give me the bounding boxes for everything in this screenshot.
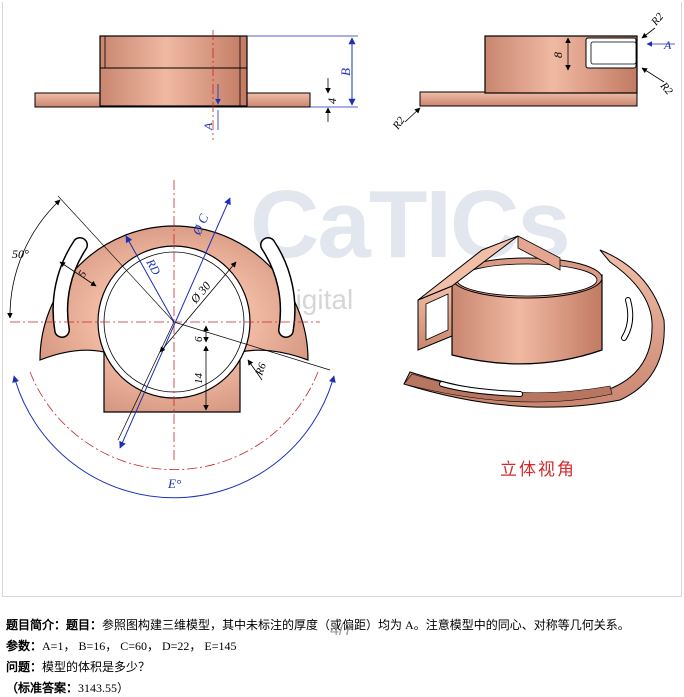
isometric-view	[403, 235, 665, 408]
dim-a-side: A	[663, 38, 672, 52]
intro-title-label: 题目：	[66, 618, 103, 632]
question-line: 问题：模型的体积是多少？	[6, 659, 150, 675]
drawing-frame	[2, 2, 682, 597]
answer-end: ）	[117, 681, 130, 695]
params-text: A=1， B=16， C=60， D=22， E=145	[42, 639, 237, 653]
dim-e: E°	[167, 476, 181, 491]
page-number: 4/7	[330, 622, 353, 639]
top-view	[7, 180, 336, 499]
intro-label: 题目简介：	[6, 618, 67, 632]
dim-14: 14	[193, 373, 205, 385]
dim-a-front: A	[201, 122, 215, 131]
drawing-svg: A B 4 8 R2 A R2 R2	[7, 10, 675, 499]
params-label: 参数：	[6, 639, 43, 653]
dim-6: 6	[193, 336, 205, 342]
front-view	[34, 30, 358, 140]
dim-4: 4	[325, 98, 339, 104]
dim-b: B	[338, 68, 353, 76]
answer-value: 3143.55	[78, 681, 118, 695]
dim-8: 8	[551, 52, 565, 58]
technical-drawing: CaTICs digital	[2, 2, 682, 597]
answer-line: （标准答案：3143.55）	[6, 680, 129, 696]
dim-r6: R6	[253, 361, 269, 378]
question-text: 模型的体积是多少？	[42, 660, 151, 674]
question-label: 问题：	[6, 660, 43, 674]
answer-label: （标准答案：	[6, 681, 79, 695]
dim-r2-top: R2	[648, 10, 666, 28]
dim-5: 5	[76, 268, 89, 279]
dim-r2-right: R2	[657, 79, 675, 97]
intro-text: 参照图构建三维模型，其中未标注的厚度（或偏距）均为 A。注意模型中的同心、对称等…	[102, 618, 630, 632]
dim-50deg: 50°	[12, 247, 29, 261]
isometric-caption: 立体视角	[500, 460, 576, 480]
params-line: 参数：A=1， B=16， C=60， D=22， E=145	[6, 638, 237, 654]
intro-line: 题目简介：题目：参照图构建三维模型，其中未标注的厚度（或偏距）均为 A。注意模型…	[6, 617, 630, 633]
dim-r2-left: R2	[390, 114, 408, 132]
side-view	[404, 27, 675, 123]
